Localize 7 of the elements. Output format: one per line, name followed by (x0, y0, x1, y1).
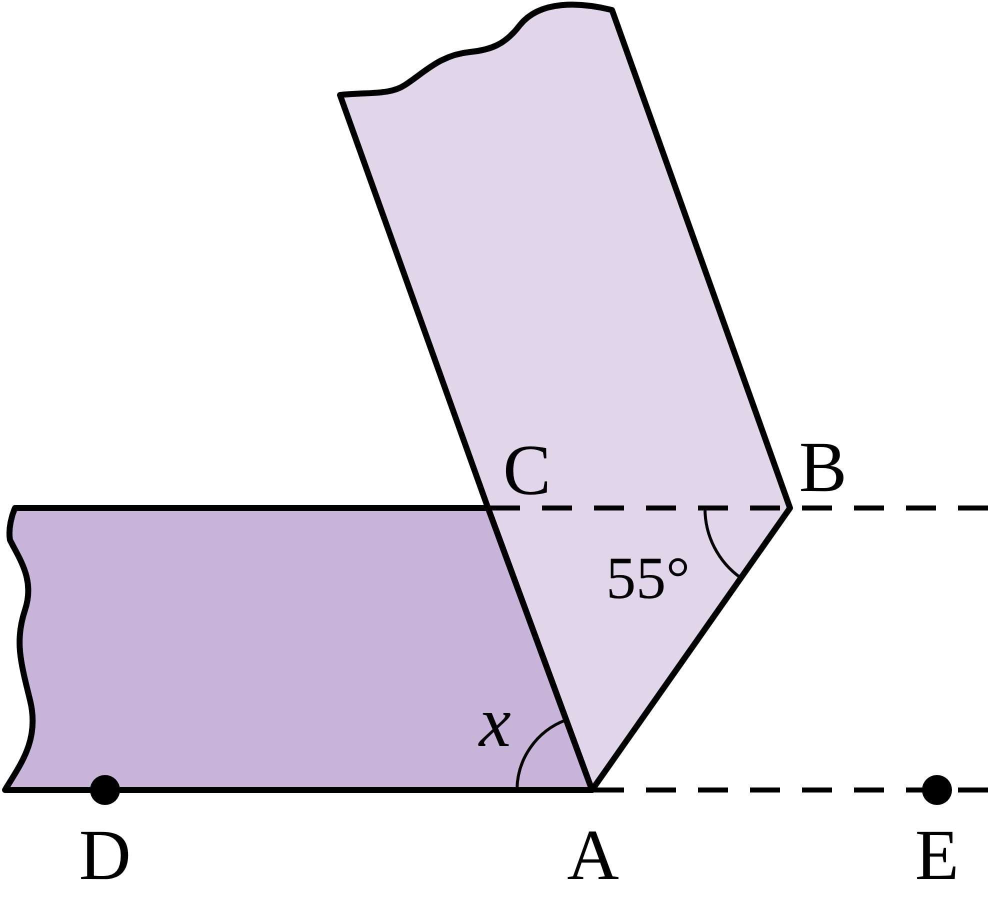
point-label: D (79, 819, 131, 891)
point-label: E (915, 819, 959, 891)
angle-label: x (479, 686, 511, 758)
angle-label: 55° (606, 548, 690, 608)
point-label: B (798, 431, 848, 503)
point-label: A (567, 819, 619, 891)
point-label: C (502, 434, 552, 506)
